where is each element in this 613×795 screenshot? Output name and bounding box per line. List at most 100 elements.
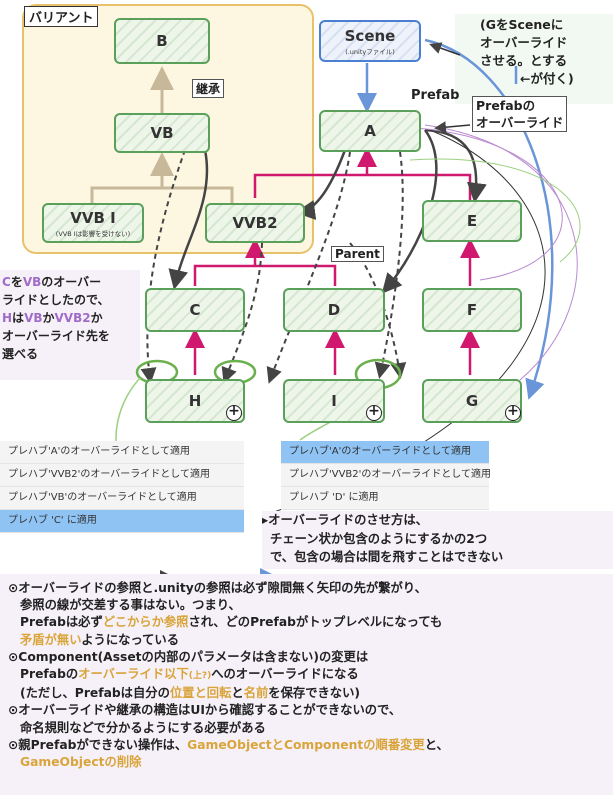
left-note: CをVBのオーバー ライドとしたので、 HはVBかVVB2か オーバーライド先を… (2, 273, 110, 363)
b4-l2-hl: GameObjectの削除 (20, 755, 142, 770)
menu-i-item-a[interactable]: プレハブ'A'のオーバーライドとして適用 (281, 441, 489, 464)
node-d[interactable]: D (283, 288, 385, 332)
b4-l1: ⊙親Prefabができない操作は、GameObjectとComponentの順番… (8, 737, 605, 754)
override-a-i-dashed (374, 151, 404, 379)
scene-note-l2: オーバーライド (480, 35, 568, 50)
scene-note-l3: させる。とする (480, 53, 568, 68)
parent-tag: Parent (331, 246, 384, 262)
node-vb-label: VB (150, 124, 174, 142)
node-scene-sub: (.unityファイル) (345, 47, 395, 56)
node-a-label: A (364, 122, 376, 140)
menu-h-item-a[interactable]: プレハブ'A'のオーバーライドとして適用 (0, 441, 244, 464)
left-note-l1: CをVBのオーバー (2, 273, 110, 291)
left-note-l1b: のオーバー (41, 275, 102, 289)
node-vvb1-sub: (VVB Iは影響を受けない) (55, 229, 131, 238)
override-vb-h-dashed (140, 149, 186, 384)
b1-l3: Prefabは必ずどこからか参照され、どのPrefabがトップレベルになっても (8, 614, 605, 631)
menu-h-item-vvb2[interactable]: プレハブ'VVB2'のオーバーライドとして適用 (0, 464, 244, 487)
left-note-l2: ライドとしたので、 (2, 293, 110, 307)
node-f-label: F (466, 301, 478, 319)
scene-note-l4: ←が付く) (520, 71, 574, 86)
b1-l4-hl: 矛盾が無い (20, 632, 82, 647)
b1-l3-b: され、どのPrefabがトップレベルになっても (188, 615, 443, 630)
b2-l2-sm: (上?) (188, 671, 212, 682)
prefab-override-line1: Prefabの (476, 98, 536, 113)
node-scene[interactable]: Scene(.unityファイル) (319, 20, 421, 62)
b2-l2: Prefabのオーバーライド以下(上?)へのオーバーライドになる (8, 666, 605, 685)
node-e[interactable]: E (422, 200, 522, 242)
b1-l3-a: Prefabは必ず (20, 615, 103, 630)
override-a-e (424, 128, 487, 203)
plus-icon-i: + (366, 404, 382, 421)
node-f[interactable]: F (422, 288, 522, 332)
b4-l1-b: と、 (424, 737, 449, 752)
scene-note: (GをSceneに オーバーライド させる。とする ←が付く) (480, 16, 574, 88)
left-note-vb2: VB (24, 311, 43, 325)
chain-note: ▸オーバーライドのさせ方は、 チェーン状か包含のようにするかの2つ で、包含の場… (262, 511, 613, 569)
b2-l3-hl1: 位置と回転 (169, 686, 232, 701)
variant-label: バリアント (24, 6, 99, 27)
chain-note-l1: ▸オーバーライドのさせ方は、 (262, 513, 428, 527)
chain-link-3 (414, 127, 563, 281)
override-a-vvb2 (295, 149, 347, 220)
override-vvb2-h-dashed (221, 242, 263, 384)
b3-l1: ⊙オーバーライドや継承の構造はUIから確認することができないので、 (8, 703, 402, 718)
left-note-vvb2: VVB2 (54, 311, 91, 325)
node-h[interactable]: H (145, 379, 245, 423)
chain-note-l2: チェーン状か包含のようにするかの2つ (270, 531, 488, 546)
context-menu-i: プレハブ'A'のオーバーライドとして適用 プレハブ'VVB2'のオーバーライドと… (281, 441, 491, 510)
node-c-label: C (189, 301, 201, 319)
node-a[interactable]: A (319, 110, 421, 152)
override-a-h-dashed (266, 151, 351, 384)
b2-l1: ⊙Component(Assetの内部のパラメータは含まない)の変更は (8, 649, 369, 664)
left-note-vb: VB (22, 275, 42, 289)
menu-i-item-d[interactable]: プレハブ 'D' に適用 (281, 487, 489, 510)
prefab-override-line2: オーバーライド (476, 115, 564, 130)
left-note-l1a: を (10, 275, 23, 289)
scene-note-bg (455, 14, 613, 104)
menu-i-item-vvb2[interactable]: プレハブ'VVB2'のオーバーライドとして適用 (281, 464, 491, 487)
node-g-label: G (465, 392, 479, 410)
parent-vvb2-cd (193, 243, 337, 286)
node-h-label: H (188, 392, 202, 410)
prefab-override-pointer (434, 121, 471, 134)
plus-icon-g: + (505, 404, 521, 421)
node-vb[interactable]: VB (114, 113, 210, 153)
b2-l3: (ただし、Prefabは自分の位置と回転と名前を保存できない) (8, 685, 605, 702)
node-vvb1-label: VVB I (70, 208, 116, 227)
override-vb-c (168, 149, 209, 290)
inherit-vvb-vb (90, 158, 234, 203)
prefab-override-tag: Prefabの オーバーライド (472, 96, 568, 132)
b4-l1-a: ⊙親Prefabができない操作は、 (8, 737, 188, 752)
b2-l2-a: Prefabの (20, 667, 79, 682)
scene-note-pointer (429, 42, 461, 56)
inherit-tag: 継承 (192, 79, 225, 98)
left-note-h: H (2, 311, 13, 325)
menu-h-item-vb[interactable]: プレハブ'VB'のオーバーライドとして適用 (0, 487, 244, 510)
node-b[interactable]: B (114, 18, 210, 64)
b2-l3-b: を保存できない) (268, 686, 360, 701)
menu-h-item-c[interactable]: プレハブ 'C' に適用 (0, 510, 244, 533)
left-note-l3b: か (42, 311, 55, 325)
node-b-label: B (156, 32, 168, 50)
node-vvb2[interactable]: VVB2 (205, 203, 305, 243)
node-d-label: D (327, 301, 341, 319)
scene-override-g (424, 38, 554, 400)
b2-l2-b: へのオーバーライドになる (211, 667, 359, 682)
b1-l4: 矛盾が無いようになっている (8, 632, 605, 649)
node-e-label: E (466, 212, 478, 230)
left-note-l3a: は (12, 311, 25, 325)
left-note-l5: 選べる (2, 347, 39, 361)
left-note-l3c: か (90, 311, 103, 325)
b1-l3-hl: どこからか参照 (102, 615, 189, 630)
scene-note-l1: (GをSceneに (480, 17, 564, 32)
b1-l4-b: ようになっている (81, 632, 180, 647)
left-note-l3: HはVBかVVB2か (2, 309, 110, 327)
b3-l2: 命名規則などで分かるようにする必要がある (20, 720, 266, 735)
b4-l1-hl: GameObjectとComponentの順番変更 (187, 737, 425, 752)
context-menu-h: プレハブ'A'のオーバーライドとして適用 プレハブ'VVB2'のオーバーライドと… (0, 441, 244, 533)
node-c[interactable]: C (145, 288, 245, 332)
node-vvb1[interactable]: VVB I (VVB Iは影響を受けない) (42, 203, 144, 243)
b2-l3-a: (ただし、Prefabは自分の (20, 686, 170, 701)
b1-l2: 参照の線が交差する事はない。つまり、 (20, 598, 241, 613)
